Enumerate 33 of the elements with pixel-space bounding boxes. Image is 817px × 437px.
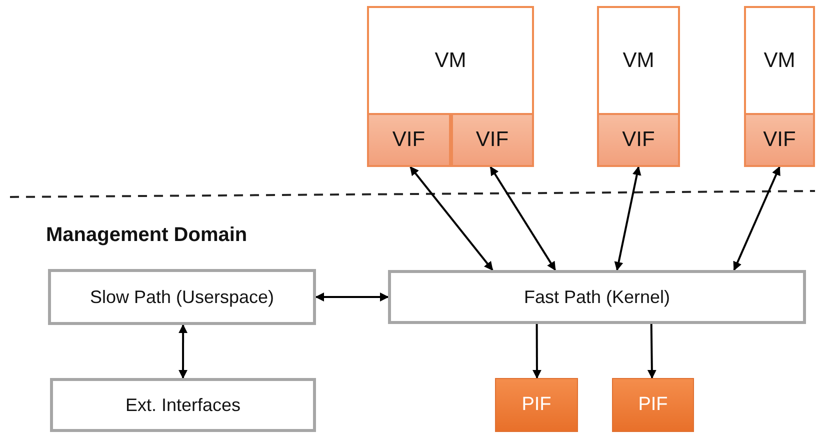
node-label: VIF — [392, 128, 426, 152]
section-heading: Management Domain — [46, 224, 248, 247]
node-label: VIF — [476, 128, 509, 152]
arrow — [410, 166, 494, 271]
node-label: Fast Path (Kernel) — [524, 286, 670, 308]
arrow — [647, 324, 656, 379]
process-box — [50, 378, 316, 432]
node-label: VM — [434, 48, 468, 74]
vif-box — [597, 113, 680, 167]
arrow — [315, 292, 389, 302]
vif-box — [744, 113, 815, 167]
arrow — [733, 166, 780, 271]
arrow — [532, 324, 542, 379]
vif-box — [367, 113, 450, 167]
node-label: VM — [762, 48, 796, 74]
node-label: Slow Path (Userspace) — [90, 286, 274, 308]
node-label: VIF — [622, 128, 655, 152]
vm-box — [597, 6, 680, 167]
node-label: VIF — [763, 128, 796, 152]
node-label: PIF — [638, 394, 668, 416]
arrow — [178, 324, 188, 379]
vm-box — [744, 6, 815, 167]
arrow — [614, 166, 642, 271]
node-label: VM — [622, 48, 656, 74]
process-box — [48, 269, 316, 325]
arrow — [490, 166, 556, 271]
process-box — [388, 270, 806, 324]
pif-box — [495, 378, 578, 432]
pif-box — [612, 378, 694, 432]
vm-box — [367, 6, 534, 167]
node-label: Ext. Interfaces — [125, 394, 241, 416]
node-label: PIF — [522, 394, 552, 416]
vif-box — [450, 113, 534, 167]
